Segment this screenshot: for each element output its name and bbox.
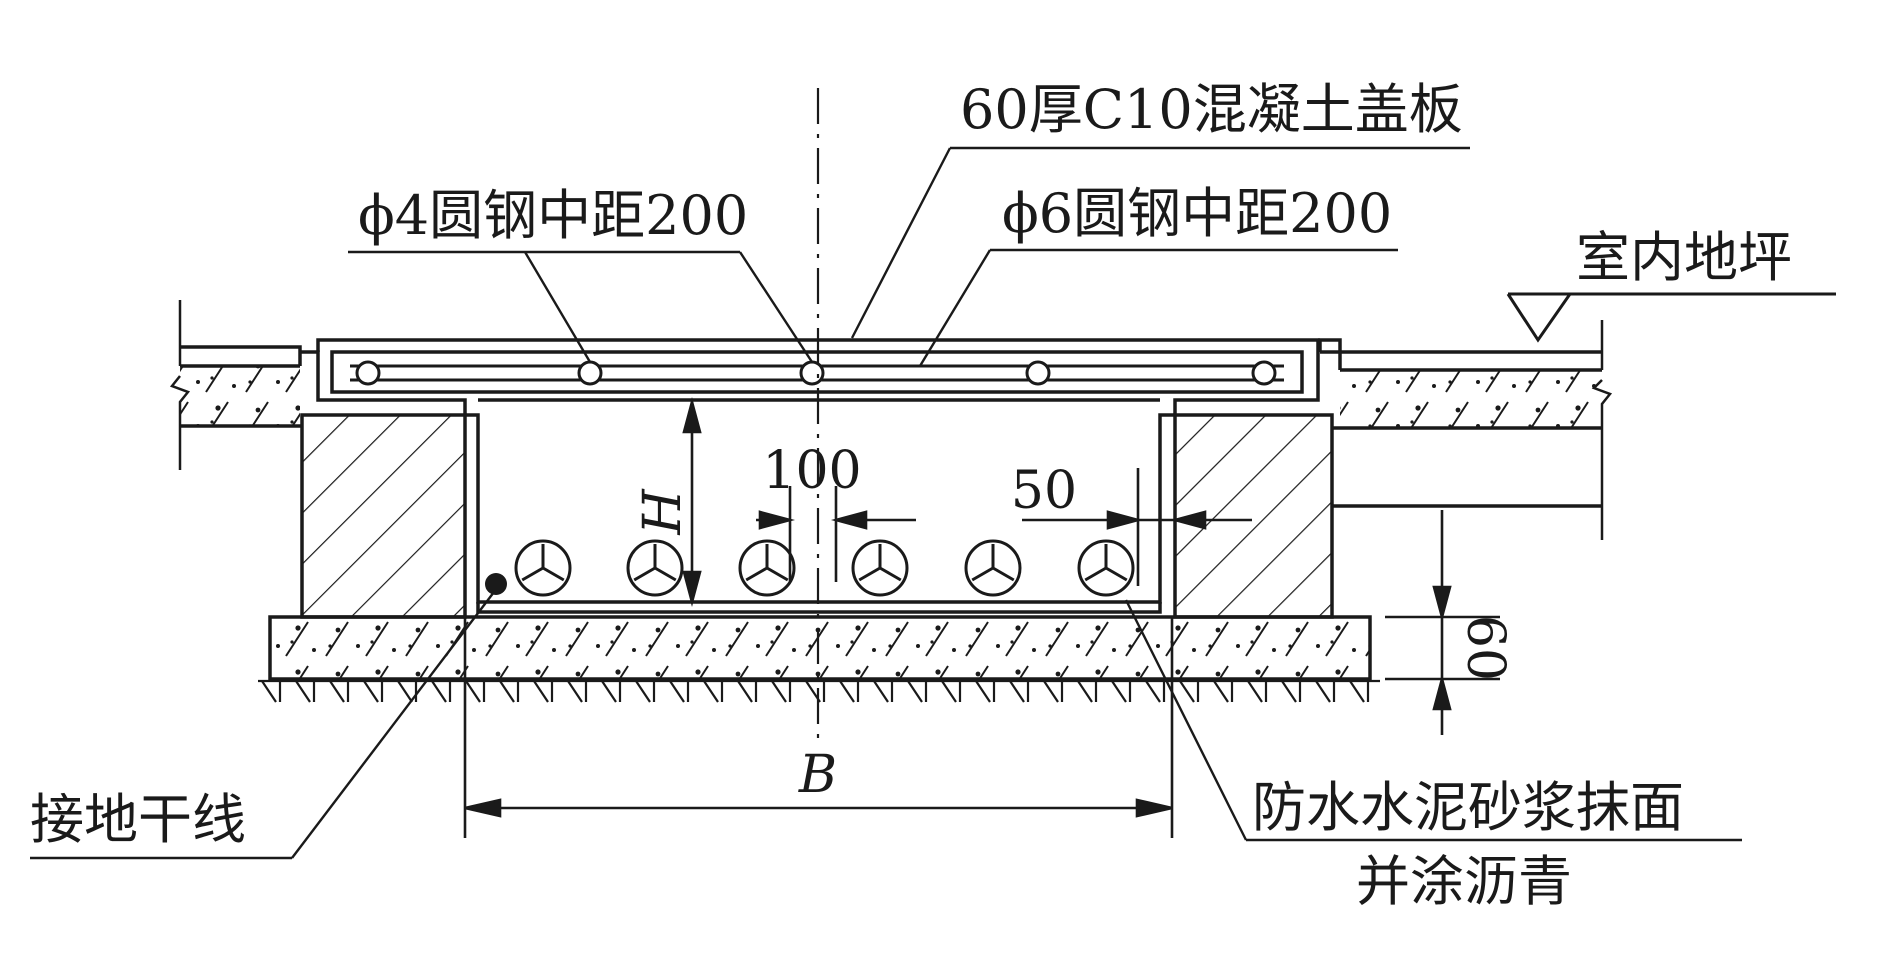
dim-height: [682, 396, 702, 608]
dim-clearance-label: 50: [1011, 461, 1077, 521]
floor-level-marker: [1506, 292, 1836, 343]
cable-cross-section: [738, 539, 796, 597]
rebar-phi6-label: ϕ6圆钢中距200: [1002, 182, 1392, 245]
dim-base-thickness-label: 60: [1455, 615, 1515, 681]
ground-conductor-dot: [485, 573, 507, 595]
cover-slab-label: 60厚C10混凝土盖板: [960, 78, 1463, 141]
rebar-dot: [355, 360, 381, 386]
rebar-dot: [1251, 360, 1277, 386]
right-floor-slab: [1318, 320, 1613, 540]
ground-wire-label: 接地干线: [30, 788, 246, 851]
waterproof-label-line2: 并涂沥青: [1356, 850, 1572, 913]
rebar-dot: [577, 360, 603, 386]
rebar-dot: [1025, 360, 1051, 386]
cable-cross-section: [514, 539, 572, 597]
earth-hatching: [258, 679, 1380, 703]
cable-cross-section: [964, 539, 1022, 597]
dim-clearance: [1022, 468, 1252, 586]
cable-cross-section: [626, 539, 684, 597]
dim-height-label: H: [633, 488, 693, 536]
left-trench-wall: [300, 413, 467, 619]
base-concrete-bed: [268, 615, 1372, 681]
rebar-dot: [799, 360, 825, 386]
cables: [514, 539, 1135, 597]
waterproof-label-line1: 防水水泥砂浆抹面: [1252, 776, 1684, 839]
indoor-floor-label: 室内地坪: [1576, 226, 1792, 289]
cable-cross-section: [1077, 539, 1135, 597]
dim-width: [463, 616, 1174, 838]
rebar-phi4-label: ϕ4圆钢中距200: [358, 184, 748, 247]
dim-width-label: B: [798, 745, 837, 805]
dim-spacing-label: 100: [762, 441, 861, 501]
leader-lines: [30, 146, 1742, 860]
dim-base-thickness: [1385, 510, 1500, 735]
left-floor-slab: [169, 300, 302, 470]
cable-cross-section: [851, 539, 909, 597]
dim-spacing: [756, 486, 916, 582]
